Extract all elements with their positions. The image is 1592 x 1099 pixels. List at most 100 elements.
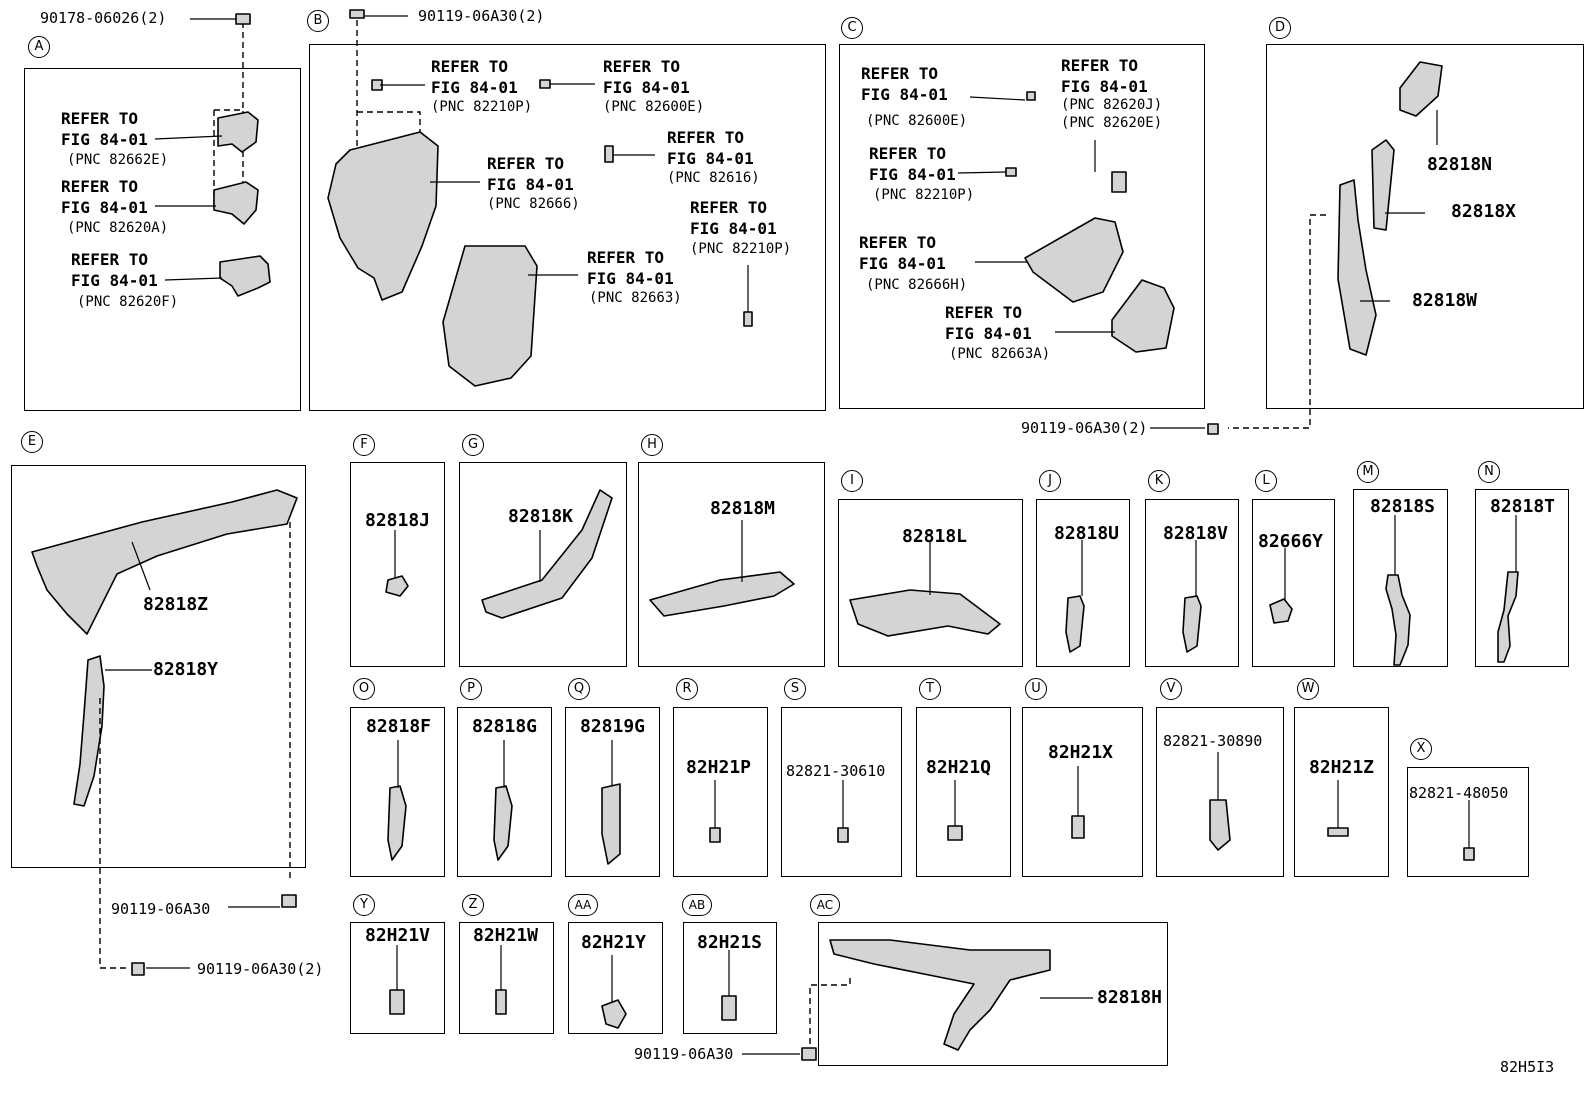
panel-c-pnc-3: (PNC 82210P) xyxy=(873,187,975,203)
panel-q xyxy=(565,707,660,877)
panel-a-label: A xyxy=(28,36,50,58)
panel-g-label: G xyxy=(462,434,484,456)
part-82818L: 82818L xyxy=(902,526,968,547)
row2-parts xyxy=(385,489,1519,666)
panel-i-label: I xyxy=(841,470,863,492)
part-82666Y: 82666Y xyxy=(1258,531,1324,552)
panel-c-label: C xyxy=(841,17,863,39)
panel-k xyxy=(1145,499,1239,667)
panel-aa xyxy=(568,922,663,1034)
panel-s-label: S xyxy=(784,678,806,700)
panel-m xyxy=(1353,489,1448,667)
panel-d-parts xyxy=(1150,61,1443,435)
panel-u-label: U xyxy=(1025,678,1047,700)
part-82821-30610: 82821-30610 xyxy=(786,762,886,780)
part-82818K: 82818K xyxy=(508,506,574,527)
panel-ac-label: AC xyxy=(810,894,840,916)
panel-w-label: W xyxy=(1297,678,1319,700)
panel-b-parts xyxy=(327,9,753,387)
panel-o xyxy=(350,707,445,877)
panel-t-label: T xyxy=(919,678,941,700)
part-82818Y: 82818Y xyxy=(153,659,219,680)
panel-b-pnc-1: (PNC 82210P) xyxy=(431,99,533,115)
part-82818J: 82818J xyxy=(365,510,431,531)
panel-v-label: V xyxy=(1160,678,1182,700)
panel-f-label: F xyxy=(353,434,375,456)
panel-j xyxy=(1036,499,1130,667)
panel-b xyxy=(309,44,826,411)
part-82818X: 82818X xyxy=(1451,201,1517,222)
part-82818V: 82818V xyxy=(1163,523,1229,544)
panel-i xyxy=(838,499,1023,667)
part-82H21X: 82H21X xyxy=(1048,742,1114,763)
panel-p xyxy=(457,707,552,877)
panel-ab-label: AB xyxy=(682,894,712,916)
panel-b-pnc-2: (PNC 82600E) xyxy=(603,99,705,115)
part-82H21P: 82H21P xyxy=(686,757,752,778)
panel-c-pnc-2: (PNC 82620J)(PNC 82620E) xyxy=(1061,97,1163,131)
panel-m-label: M xyxy=(1357,461,1379,483)
part-82H21Y: 82H21Y xyxy=(581,932,647,953)
panel-w xyxy=(1294,707,1389,877)
panel-n-label: N xyxy=(1478,461,1500,483)
part-82H21V: 82H21V xyxy=(365,925,431,946)
part-82818T: 82818T xyxy=(1490,496,1556,517)
part-82818Z: 82818Z xyxy=(143,594,209,615)
panel-c-parts xyxy=(957,91,1175,353)
fastener-e2: 90119-06A30(2) xyxy=(197,960,324,978)
panel-b-pnc-6: (PNC 82663) xyxy=(589,290,682,306)
panel-x xyxy=(1407,767,1529,877)
panel-r-label: R xyxy=(676,678,698,700)
panel-b-pnc-3: (PNC 82616) xyxy=(667,170,760,186)
panel-b-pnc-4: (PNC 82666) xyxy=(487,196,580,212)
panel-c xyxy=(839,44,1205,409)
fastener-ac: 90119-06A30 xyxy=(634,1045,734,1063)
panel-g xyxy=(459,462,627,667)
panel-ab xyxy=(683,922,777,1034)
panel-l-label: L xyxy=(1255,470,1277,492)
panel-a-pnc-3: (PNC 82620F) xyxy=(77,294,179,310)
panel-j-label: J xyxy=(1039,470,1061,492)
panel-u xyxy=(1022,707,1143,877)
part-82821-48050: 82821-48050 xyxy=(1409,784,1509,802)
panel-l xyxy=(1252,499,1335,667)
part-82H21W: 82H21W xyxy=(473,925,539,946)
panel-q-label: Q xyxy=(568,678,590,700)
panel-x-label: X xyxy=(1410,738,1432,760)
panel-c-pnc-1: (PNC 82600E) xyxy=(866,113,968,129)
panel-k-label: K xyxy=(1148,470,1170,492)
panel-aa-label: AA xyxy=(568,894,598,916)
row4-parts xyxy=(389,939,1093,1061)
part-82H21Z: 82H21Z xyxy=(1309,757,1375,778)
part-82819G: 82819G xyxy=(580,716,646,737)
panel-r xyxy=(673,707,768,877)
panel-a-pnc-2: (PNC 82620A) xyxy=(67,220,169,236)
part-82818U: 82818U xyxy=(1054,523,1120,544)
fastener-90178: 90178-06026(2) xyxy=(40,9,167,27)
fastener-top-b: 90119-06A30(2) xyxy=(418,7,545,25)
panel-a xyxy=(24,68,301,411)
part-82821-30890: 82821-30890 xyxy=(1163,732,1263,750)
panel-s xyxy=(781,707,902,877)
panel-f xyxy=(350,462,445,667)
panel-a-pnc-1: (PNC 82662E) xyxy=(67,152,169,168)
panel-y-label: Y xyxy=(353,894,375,916)
part-82H21Q: 82H21Q xyxy=(926,757,992,778)
panel-z xyxy=(459,922,554,1034)
